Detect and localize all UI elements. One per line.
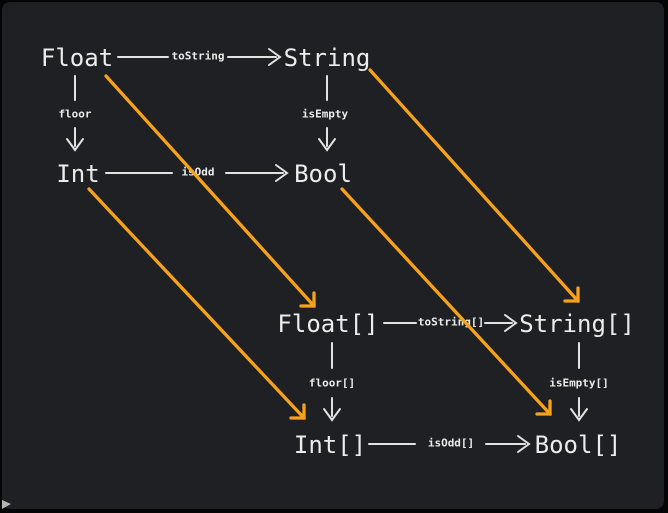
edge-label-floor: floor [58,107,92,121]
lift-arrow-string-to-string-array [368,68,580,303]
node-int: Int [56,160,100,188]
arrow-intarray-to-boolarray [368,435,531,453]
edge-label-isempty-array: isEmpty[] [549,376,609,390]
lift-arrow-bool-to-bool-array [340,187,552,416]
arrow-floatarray-to-intarray [323,342,341,422]
white-arrows-layer [66,48,588,453]
lift-arrows-layer [87,68,580,420]
arrow-float-to-string [117,48,282,66]
arrow-floatarray-to-stringarray [383,314,518,332]
node-float-array: Float[] [277,310,379,338]
edge-label-isodd-array: isOdd[] [427,436,475,450]
cursor-artifact [2,500,11,509]
diagram-canvas: Float String Int Bool Float[] String[] I… [2,2,664,509]
node-int-array: Int[] [293,431,367,459]
lift-arrow-float-to-float-array [104,74,316,308]
node-bool: Bool [294,160,352,188]
node-string-array: String[] [519,310,635,338]
edge-label-isempty: isEmpty [301,107,349,121]
arrow-float-to-int [66,75,84,152]
edge-label-tostring: toString [171,49,225,63]
edge-label-floor-array: floor[] [308,376,356,390]
node-float: Float [40,44,114,72]
lift-arrow-int-to-int-array [87,187,306,420]
arrow-int-to-bool [105,164,289,182]
node-bool-array: Bool[] [534,431,622,459]
node-string: String [283,44,371,72]
arrow-string-to-bool [318,75,336,152]
arrow-stringarray-to-boolarray [570,342,588,422]
